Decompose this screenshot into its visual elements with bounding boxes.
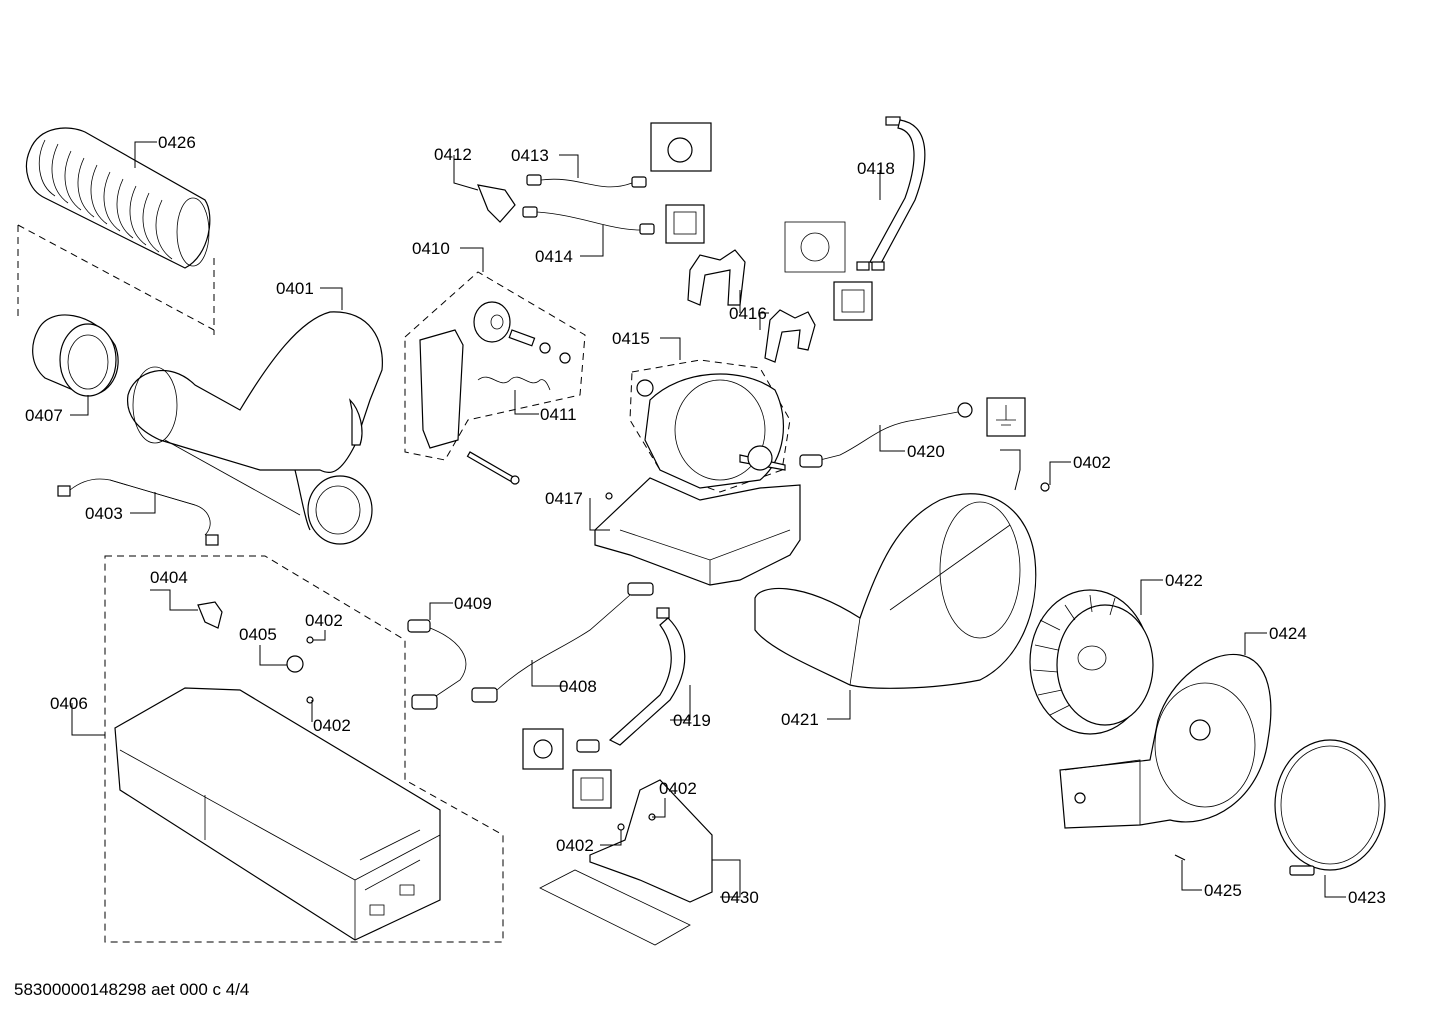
part-0412-0414-drawing <box>477 174 655 235</box>
label-0406: 0406 <box>50 694 88 713</box>
leader-lines <box>70 141 1346 898</box>
label-0412: 0412 <box>434 145 472 164</box>
part-0403-cable-drawing <box>57 478 219 546</box>
part-0415-motor-drawing <box>636 373 786 489</box>
label-0411: 0411 <box>540 405 577 424</box>
part-0409-0408-wires-drawing <box>407 582 654 710</box>
label-0425: 0425 <box>1204 881 1242 900</box>
part-0422-fan-wheel-drawing <box>1029 589 1154 735</box>
label-0401: 0401 <box>276 279 314 298</box>
label-0415: 0415 <box>612 329 650 348</box>
label-0403: 0403 <box>85 504 123 523</box>
part-0407-ring-drawing <box>32 314 119 397</box>
label-0419: 0419 <box>673 711 711 730</box>
label-0405: 0405 <box>239 625 277 644</box>
part-0424-cover-drawing <box>1059 653 1272 861</box>
label-0402-group-lower: 0402 <box>313 716 351 735</box>
label-0402-bracket-left: 0402 <box>556 836 594 855</box>
label-0422: 0422 <box>1165 571 1203 590</box>
label-0408: 0408 <box>559 677 597 696</box>
label-0430: 0430 <box>721 888 759 907</box>
label-0413: 0413 <box>511 146 549 165</box>
label-0420: 0420 <box>907 442 945 461</box>
label-0402-bracket-right: 0402 <box>659 779 697 798</box>
part-0406-control-box-drawing <box>114 687 441 941</box>
part-0420-ground-wire-drawing <box>799 402 973 468</box>
part-0418-wire-drawing <box>856 116 926 271</box>
label-0418: 0418 <box>857 159 895 178</box>
label-0414: 0414 <box>535 247 573 266</box>
part-0421-fan-housing-drawing <box>754 482 1050 689</box>
label-0421: 0421 <box>781 710 819 729</box>
document-code-footer: 58300000148298 aet 000 c 4/4 <box>14 980 250 999</box>
label-0416: 0416 <box>729 304 767 323</box>
part-0419-wire-drawing <box>576 607 686 753</box>
part-labels: 0426 0401 0407 0403 0412 0413 0414 0410 … <box>25 133 1386 907</box>
part-0417-frame-drawing <box>594 477 801 586</box>
thumbnail-icon-boxes <box>522 122 1026 809</box>
label-0404: 0404 <box>150 568 188 587</box>
label-0426: 0426 <box>158 133 196 152</box>
part-0416-clips-drawing <box>687 249 816 363</box>
label-0424: 0424 <box>1269 624 1307 643</box>
label-0402-group-upper: 0402 <box>305 611 343 630</box>
label-0402-top: 0402 <box>1073 453 1111 472</box>
label-0423: 0423 <box>1348 888 1386 907</box>
label-0417: 0417 <box>545 489 583 508</box>
part-0410-0411-drawing <box>419 301 571 485</box>
label-0407: 0407 <box>25 406 63 425</box>
label-0410: 0410 <box>412 239 450 258</box>
part-0404-0405-drawing <box>197 601 314 704</box>
label-0409: 0409 <box>454 594 492 613</box>
part-0430-bracket-drawing <box>539 779 713 946</box>
part-0426-hose-drawing <box>17 127 215 335</box>
part-0423-belt-drawing <box>1274 739 1386 876</box>
part-0401-duct-drawing <box>126 311 383 545</box>
